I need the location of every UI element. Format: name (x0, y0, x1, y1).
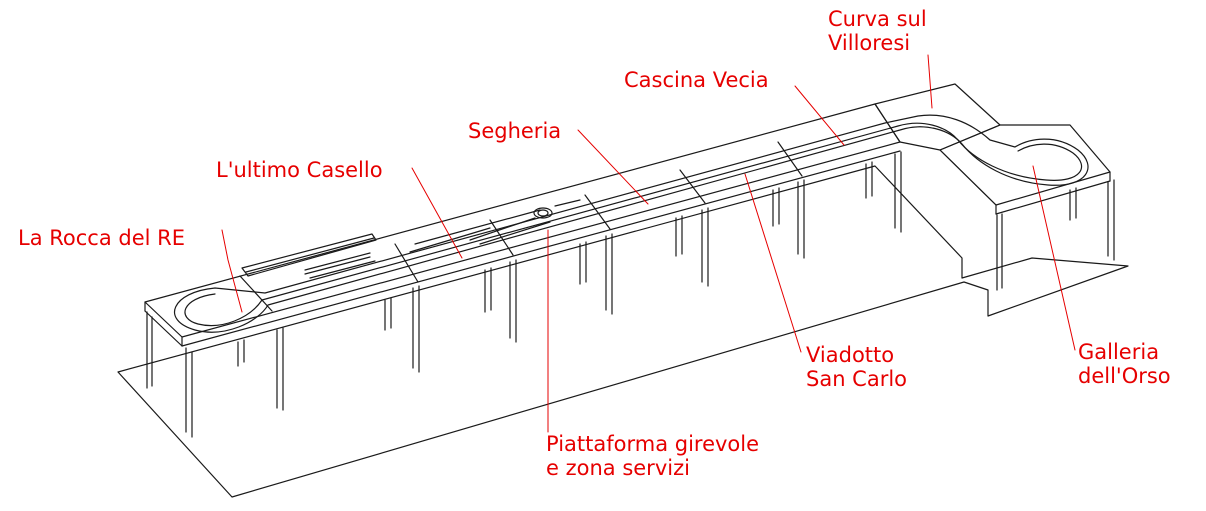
floor-outline (117, 165, 1129, 498)
main-table-edge (181, 150, 901, 347)
label-piattaforma-girevole: Piattaforma girevole e zona servizi (546, 432, 760, 480)
leader-casello (411, 167, 463, 259)
leader-curva (927, 54, 933, 109)
right-table-edge (995, 180, 1111, 215)
right-table-top (939, 124, 1111, 206)
label-ultimo-casello: L'ultimo Casello (216, 158, 383, 182)
right-table-edge (939, 149, 997, 206)
label-galleria-dell-orso: Galleria dell'Orso (1078, 340, 1171, 388)
label-viadotto-san-carlo: Viadotto San Carlo (806, 343, 908, 391)
track (174, 114, 1089, 333)
leader-viadotto (744, 173, 802, 353)
module-seams (239, 141, 803, 312)
turntable (533, 207, 553, 219)
turntable-pit (537, 209, 549, 217)
label-la-rocca-del-re: La Rocca del RE (18, 226, 185, 250)
leader-rocca (221, 229, 243, 313)
label-segheria: Segheria (468, 119, 562, 143)
leader-segheria (577, 129, 649, 205)
label-cascina-vecia: Cascina Vecia (624, 68, 769, 92)
yard-tracks (241, 233, 377, 277)
corner-table-top (874, 83, 1001, 151)
table-legs (146, 151, 1115, 438)
label-curva-sul-villoresi: Curva sul Villoresi (828, 7, 927, 55)
main-table-edge (144, 310, 183, 347)
label-leaders (221, 54, 1076, 433)
leader-cascina (794, 85, 845, 146)
leader-galleria (1032, 165, 1076, 351)
